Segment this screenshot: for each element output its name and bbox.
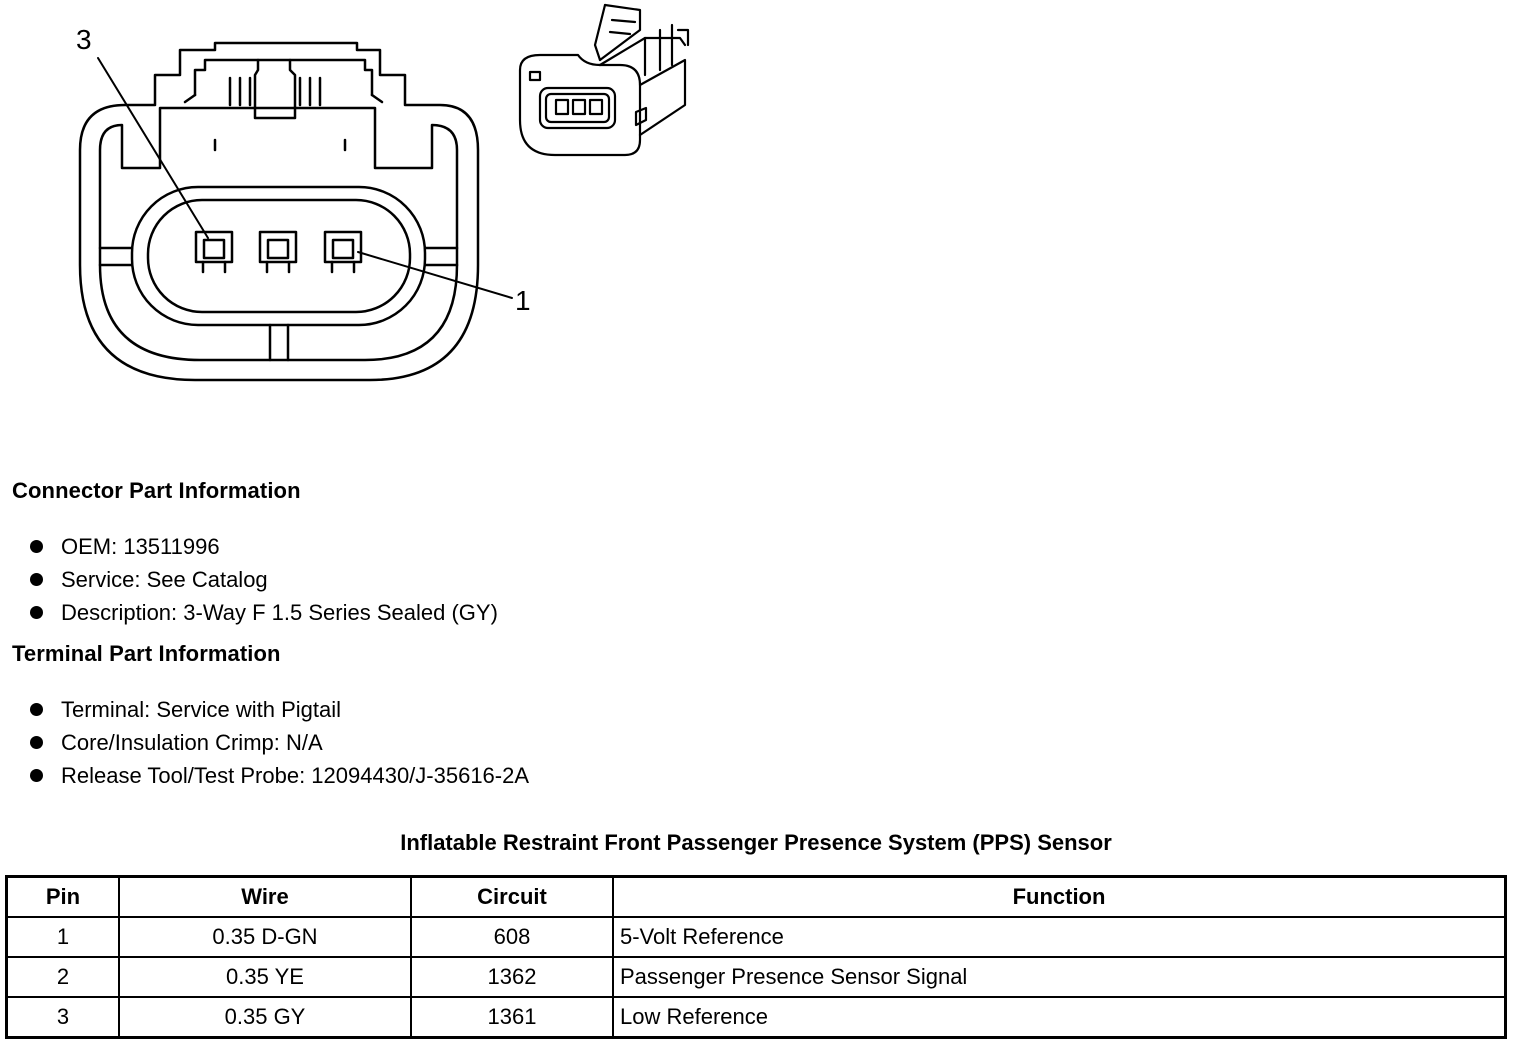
terminal-cavity-2 (258, 230, 298, 274)
bullet-icon (30, 736, 43, 749)
list-item: Service: See Catalog (26, 563, 498, 596)
bullet-icon (30, 769, 43, 782)
pin-cell: 2 (5, 956, 120, 998)
connector-info-heading: Connector Part Information (12, 478, 301, 503)
terminal-cavity-1 (323, 230, 363, 274)
terminal-cavity-3 (194, 230, 234, 274)
table-row: 3 0.35 GY 1361 Low Reference (5, 996, 1507, 1039)
connector-outer-shell (78, 41, 480, 382)
pin-table: Pin Wire Circuit Function 1 0.35 D-GN 60… (5, 875, 1507, 1039)
function-cell: Passenger Presence Sensor Signal (612, 956, 1507, 998)
column-header-function: Function (612, 875, 1507, 918)
callout-3: 3 (76, 24, 92, 55)
wire-cell: 0.35 D-GN (118, 916, 412, 958)
circuit-cell: 1362 (410, 956, 614, 998)
terminal-info-heading: Terminal Part Information (12, 641, 281, 666)
pin-table-title: Inflatable Restraint Front Passenger Pre… (400, 830, 1112, 855)
connector-inner-shell (98, 106, 459, 362)
pin-cell: 3 (5, 996, 120, 1039)
table-header-row: Pin Wire Circuit Function (5, 875, 1507, 918)
list-item: Terminal: Service with Pigtail (26, 693, 529, 726)
list-item: OEM: 13511996 (26, 530, 498, 563)
bullet-icon (30, 606, 43, 619)
bullet-icon (30, 540, 43, 553)
wire-cell: 0.35 GY (118, 996, 412, 1039)
seal-outer (130, 185, 427, 327)
pin-cell: 1 (5, 916, 120, 958)
column-header-circuit: Circuit (410, 875, 614, 918)
column-header-wire: Wire (118, 875, 412, 918)
connector-drawing: 3 1 (76, 3, 690, 382)
callout-1: 1 (515, 285, 531, 316)
connector-diagram: 3 1 (0, 0, 720, 400)
bullet-icon (30, 703, 43, 716)
leader-line-3 (97, 57, 209, 239)
connector-iso-view (518, 3, 690, 157)
seal-inner (146, 198, 412, 314)
function-cell: Low Reference (612, 996, 1507, 1039)
terminal-info-list: Terminal: Service with Pigtail Core/Insu… (26, 693, 529, 792)
connector-info-list: OEM: 13511996 Service: See Catalog Descr… (26, 530, 498, 629)
list-item: Release Tool/Test Probe: 12094430/J-3561… (26, 759, 529, 792)
leader-line-1 (357, 251, 513, 299)
circuit-cell: 1361 (410, 996, 614, 1039)
circuit-cell: 608 (410, 916, 614, 958)
function-cell: 5-Volt Reference (612, 916, 1507, 958)
table-row: 2 0.35 YE 1362 Passenger Presence Sensor… (5, 956, 1507, 998)
list-item: Core/Insulation Crimp: N/A (26, 726, 529, 759)
wire-cell: 0.35 YE (118, 956, 412, 998)
latch-detail (193, 58, 374, 97)
list-item: Description: 3-Way F 1.5 Series Sealed (… (26, 596, 498, 629)
bullet-icon (30, 573, 43, 586)
column-header-pin: Pin (5, 875, 120, 918)
table-row: 1 0.35 D-GN 608 5-Volt Reference (5, 916, 1507, 958)
